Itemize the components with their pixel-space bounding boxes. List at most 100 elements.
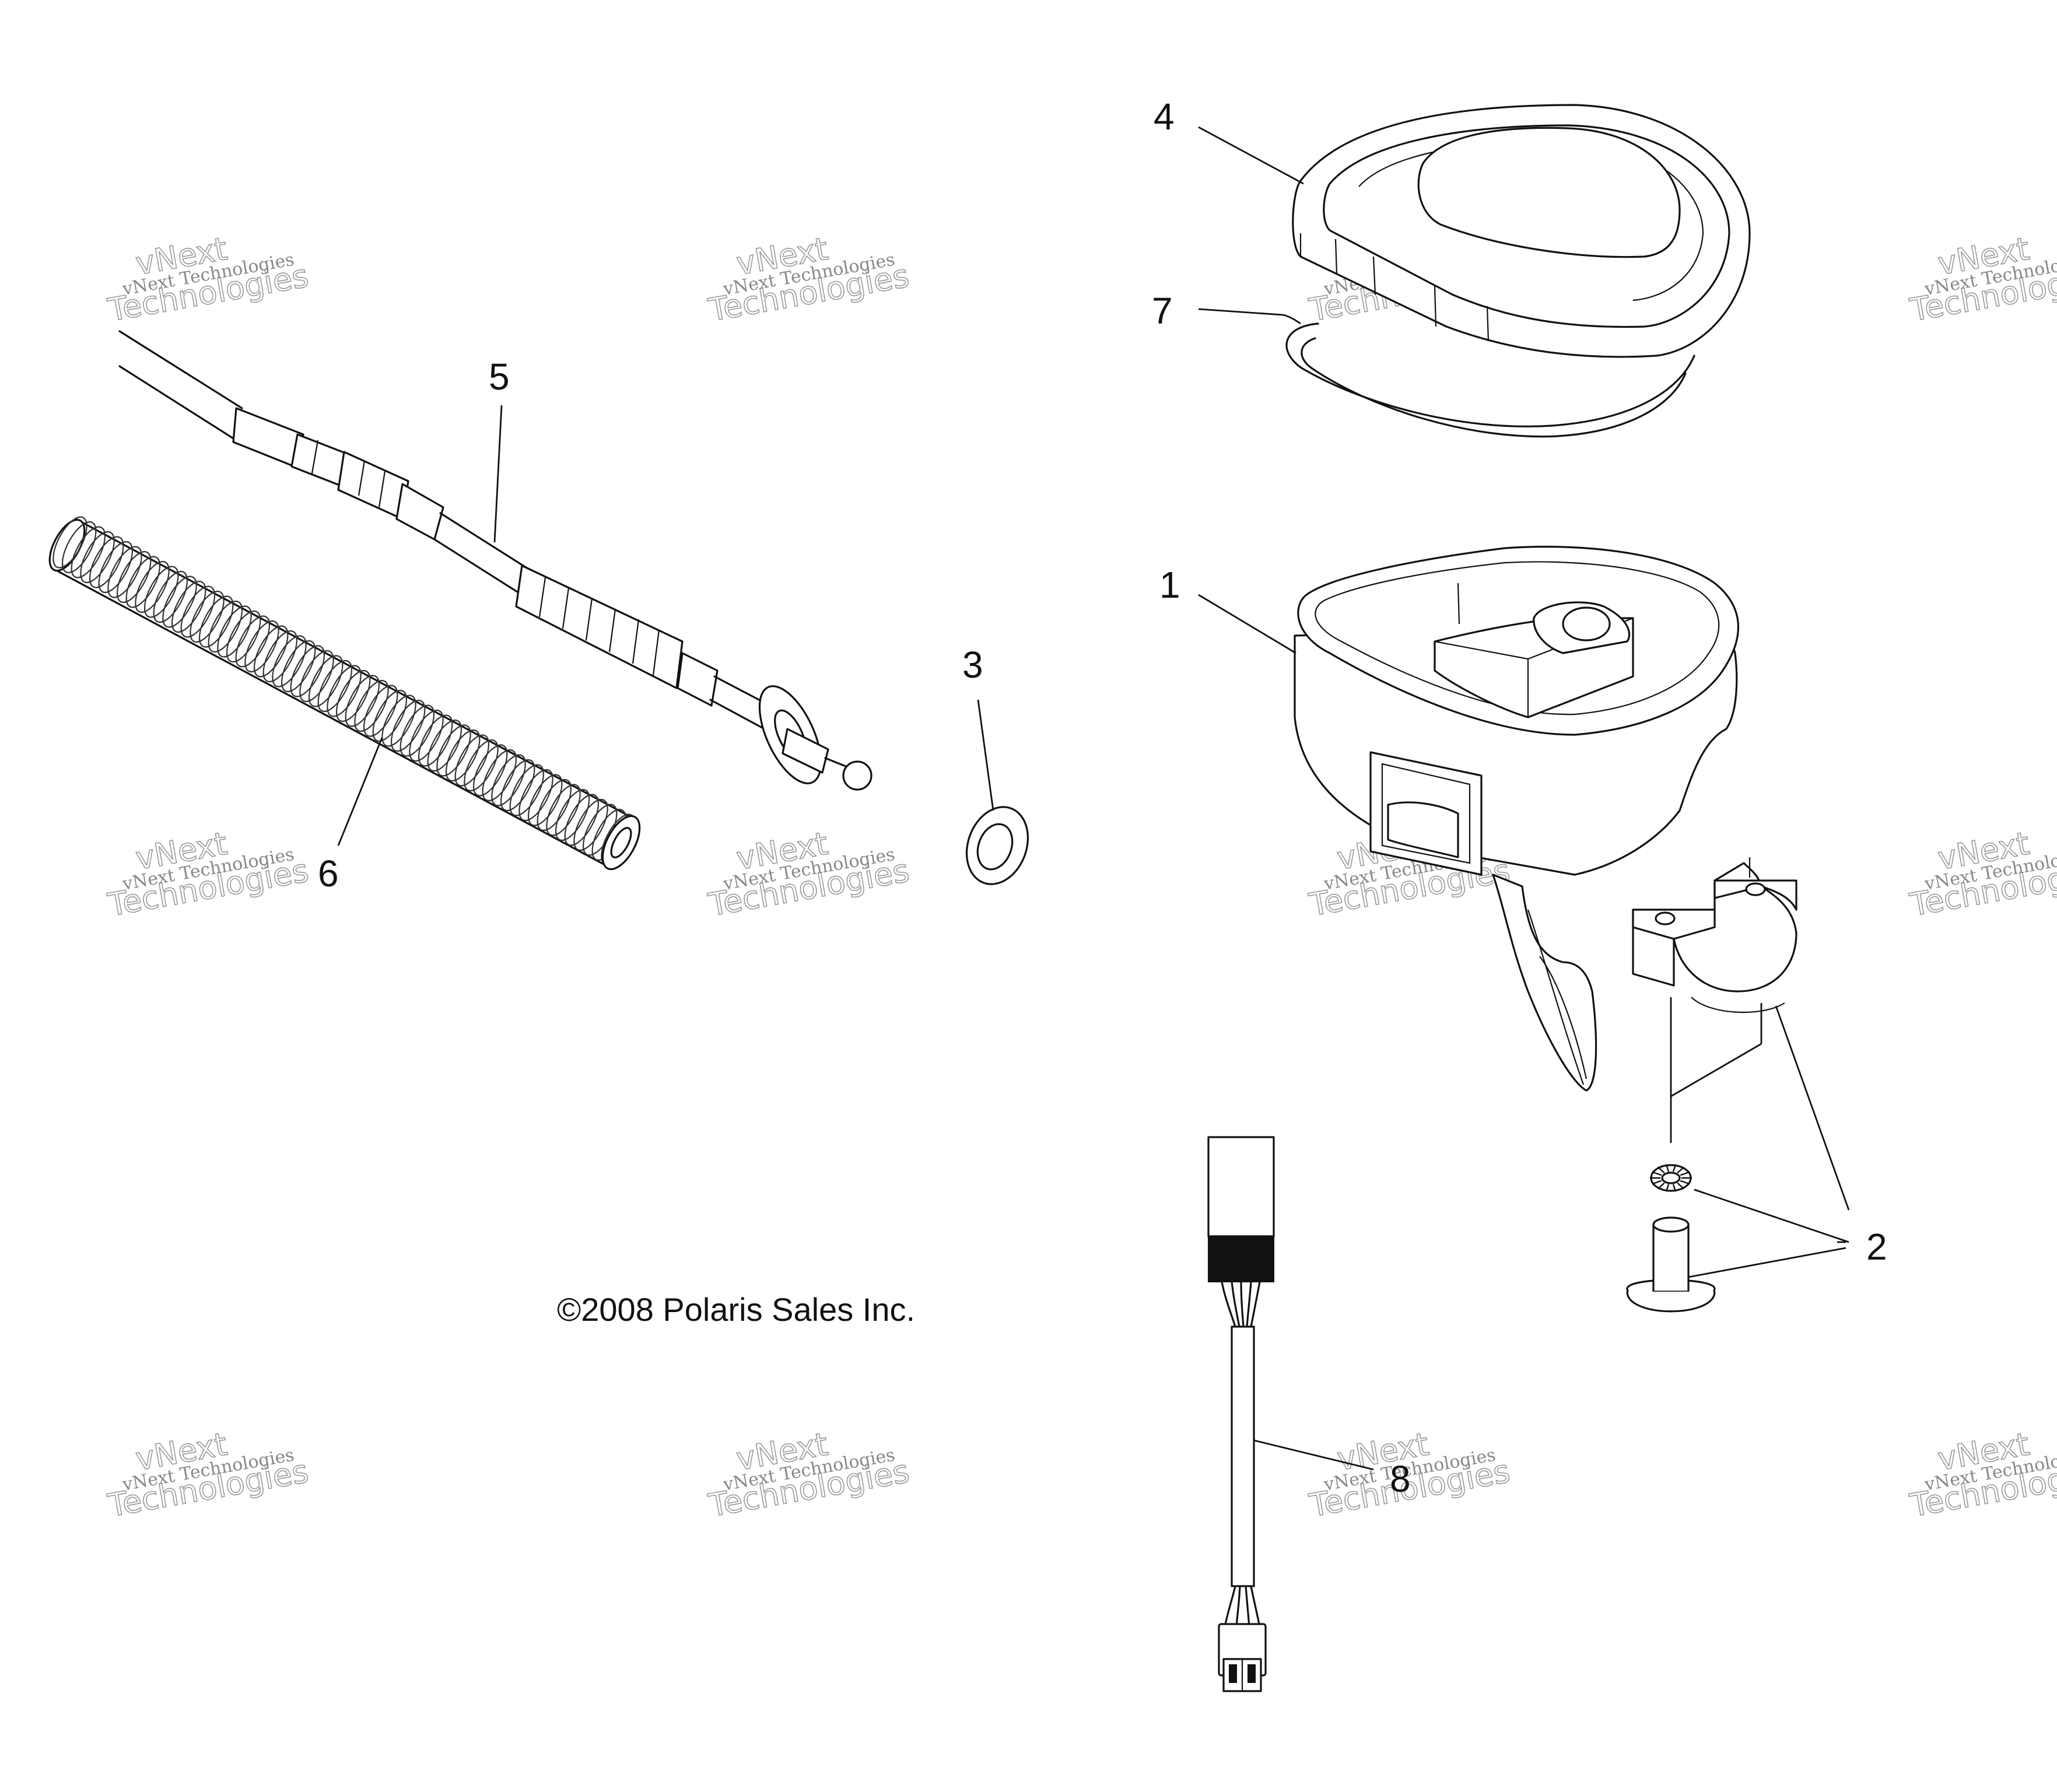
tubing-rib	[327, 665, 362, 717]
cover-gasket	[1285, 322, 1695, 438]
tubing-rib	[372, 689, 408, 742]
leader-5	[493, 405, 503, 543]
tubing-rib	[354, 679, 389, 732]
tubing-rib	[500, 759, 535, 812]
leader-7	[1198, 308, 1284, 316]
tubing-rib	[262, 630, 298, 683]
tubing-rib	[135, 560, 170, 613]
tubing-rib	[546, 784, 581, 836]
tubing-rib	[281, 640, 316, 693]
tubing-rib	[290, 645, 325, 697]
throttle-housing	[1294, 545, 1740, 1092]
tubing-rib	[573, 798, 608, 851]
tubing-rib	[390, 699, 426, 752]
tubing-rib	[226, 610, 261, 663]
seal-ring	[965, 806, 1029, 885]
tubing-rib	[180, 585, 216, 638]
tubing-rib	[125, 556, 161, 608]
tubing-rib	[527, 774, 563, 826]
callout-3: 3	[962, 644, 983, 686]
tubing-rib	[153, 570, 188, 623]
callout-2: 2	[1866, 1226, 1887, 1268]
tubing-rib	[400, 704, 435, 757]
washer-tooth	[1665, 1164, 1670, 1172]
tubing-rib	[107, 546, 142, 598]
leader-8	[1253, 1439, 1374, 1471]
tubing-rib	[198, 595, 234, 648]
tubing-rib	[317, 660, 353, 713]
tubing-rib	[472, 744, 508, 797]
washer-tooth	[1672, 1164, 1677, 1172]
throttle-cable	[118, 330, 872, 791]
convoluted-tubing	[48, 516, 641, 871]
tubing-rib	[454, 734, 490, 787]
tubing-rib	[71, 526, 106, 578]
tubing-rib	[555, 788, 590, 841]
callout-4: 4	[1154, 96, 1175, 138]
tubing-rib	[418, 714, 453, 767]
leader-6	[337, 737, 383, 846]
callout-6: 6	[318, 853, 339, 895]
tubing-rib	[244, 620, 279, 673]
leader-3	[977, 699, 994, 811]
tubing-rib	[537, 778, 572, 832]
tubing-rib	[482, 749, 517, 802]
washer-tooth	[1652, 1180, 1662, 1185]
washer-tooth	[1677, 1166, 1685, 1174]
tubing-rib	[61, 521, 97, 574]
tubing-rib	[427, 719, 462, 772]
callout-7: 7	[1152, 290, 1173, 332]
tubing-rib	[235, 615, 271, 668]
tubing-rib	[89, 536, 124, 588]
tubing-rib	[299, 650, 334, 703]
washer-teeth	[1650, 1164, 1692, 1192]
tubing-rib	[491, 754, 526, 806]
tubing-rib	[445, 729, 481, 782]
tubing-rib	[335, 669, 371, 723]
tubing-rib	[208, 600, 243, 653]
tubing-rib	[345, 675, 380, 727]
throttle-cover	[1292, 104, 1751, 358]
tubing-rib	[308, 655, 344, 707]
washer-tooth	[1657, 1182, 1665, 1190]
washer-tooth	[1657, 1166, 1665, 1174]
lock-washer	[1650, 1164, 1692, 1192]
tubing-rib	[363, 685, 398, 737]
tubing-rib	[190, 590, 225, 643]
tubing-rib	[98, 541, 134, 594]
wire-harness	[1207, 1136, 1275, 1692]
tubing-rib	[80, 531, 115, 584]
leader-1	[1198, 594, 1296, 654]
washer-tooth	[1672, 1184, 1677, 1192]
tubing-rib	[518, 769, 553, 822]
tubing-rib	[171, 580, 206, 633]
callout-5: 5	[489, 356, 510, 398]
callout-8: 8	[1390, 1458, 1411, 1500]
tubing-rib	[143, 566, 179, 618]
tubing-rib	[272, 635, 307, 688]
copyright-notice: ©2008 Polaris Sales Inc.	[557, 1291, 915, 1328]
tubing-rib	[509, 764, 545, 816]
tubing-rib	[564, 794, 600, 846]
handlebar-clamp	[1632, 857, 1850, 1211]
tubing-rib	[436, 724, 471, 777]
tubing-rib	[253, 625, 289, 678]
tubing-rib	[409, 709, 444, 762]
mounting-screw	[1626, 1216, 1716, 1313]
leader-4	[1198, 126, 1304, 185]
callout-1: 1	[1159, 564, 1180, 606]
tubing-rib	[52, 516, 87, 569]
washer-tooth	[1680, 1180, 1690, 1185]
washer-tooth	[1680, 1171, 1690, 1176]
washer-tooth	[1677, 1182, 1685, 1190]
tubing-rib	[162, 576, 197, 628]
